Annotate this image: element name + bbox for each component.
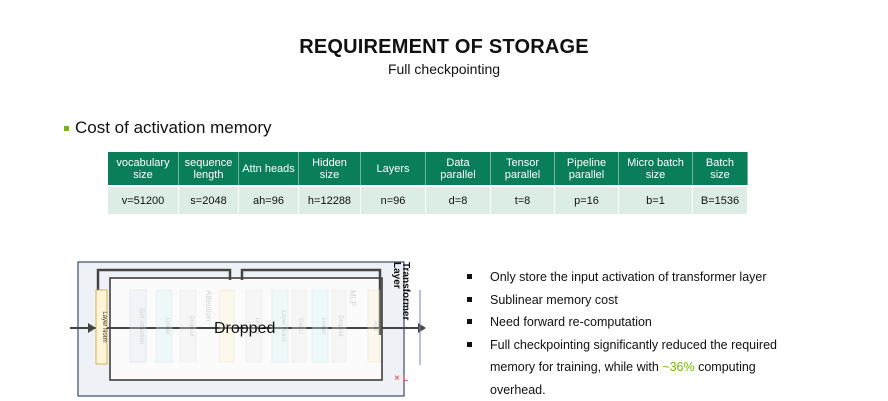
parameter-table: vocabulary size sequence length Attn hea… (108, 152, 748, 214)
faded-label: Linear (320, 318, 326, 335)
layer-norm-label: Layer Norm (101, 311, 107, 342)
table-header: Attn heads (239, 152, 299, 186)
list-item: Need forward re-computation (466, 311, 806, 334)
overhead-highlight: ~36% (662, 360, 694, 374)
table-row: v=51200 s=2048 ah=96 h=12288 n=96 d=8 t=… (108, 186, 748, 214)
faded-label: Add (372, 321, 378, 332)
table-cell: d=8 (426, 186, 491, 214)
faded-label: Linear (164, 318, 170, 335)
table-header: Tensor parallel (491, 152, 555, 186)
transformer-layer-label: Transformer Layer (392, 262, 410, 324)
list-item: Sublinear memory cost (466, 289, 806, 312)
table-cell: v=51200 (108, 186, 179, 214)
table-cell: ah=96 (239, 186, 299, 214)
table-cell: b=1 (619, 186, 693, 214)
table-header: Hidden size (299, 152, 361, 186)
slide-title: REQUIREMENT OF STORAGE (0, 36, 888, 59)
faded-label: Layer Norm (280, 310, 286, 341)
table-cell: B=1536 (693, 186, 748, 214)
faded-label: Dropout (188, 315, 194, 337)
table-header: Data parallel (426, 152, 491, 186)
slide-subtitle: Full checkpointing (0, 61, 888, 77)
faded-label: Attention (204, 290, 213, 322)
repeat-label: × L (394, 373, 408, 384)
table-header: Layers (361, 152, 426, 186)
section-heading-text: Cost of activation memory (75, 118, 272, 138)
table-header-row: vocabulary size sequence length Attn hea… (108, 152, 748, 186)
faded-label: GeLU (297, 318, 303, 334)
list-item: Only store the input activation of trans… (466, 266, 806, 289)
key-points-list: Only store the input activation of trans… (466, 266, 806, 401)
table-header: sequence length (179, 152, 239, 186)
table-cell: s=2048 (179, 186, 239, 214)
table-header: Micro batch size (619, 152, 693, 186)
faded-label: MLP (348, 290, 357, 306)
table-header: Batch size (693, 152, 748, 186)
faded-label: Self-Attention (138, 308, 144, 344)
table-cell: n=96 (361, 186, 426, 214)
square-bullet-icon (64, 126, 69, 131)
list-item: Full checkpointing significantly reduced… (466, 334, 806, 401)
table-cell: t=8 (491, 186, 555, 214)
table-cell: p=16 (555, 186, 619, 214)
faded-label: Dropout (337, 315, 343, 337)
table-header: vocabulary size (108, 152, 179, 186)
table-header: Pipeline parallel (555, 152, 619, 186)
section-heading: Cost of activation memory (64, 118, 272, 138)
dropped-label: Dropped (214, 320, 275, 338)
table-cell: h=12288 (299, 186, 361, 214)
arrow-head-right (418, 323, 426, 333)
